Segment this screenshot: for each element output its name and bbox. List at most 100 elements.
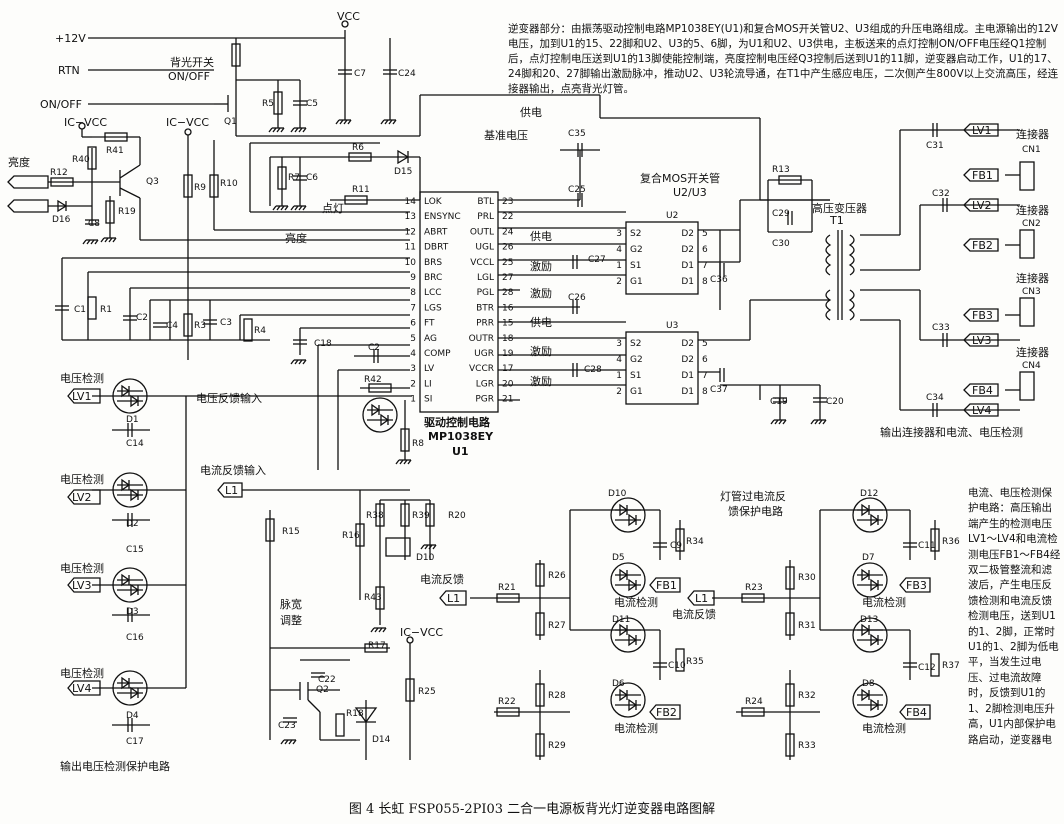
tag-fb1-out: FB1 bbox=[972, 169, 993, 182]
label-conn-3: 连接器 bbox=[1016, 272, 1049, 285]
current-feedback-right bbox=[712, 497, 940, 760]
ref-r34: R34 bbox=[686, 537, 704, 547]
u1-pin-name: VCCL bbox=[470, 258, 494, 268]
mos-pin-name: D1 bbox=[681, 371, 694, 381]
ref-r12: R12 bbox=[50, 168, 68, 178]
label-pwm1: 脉宽 bbox=[280, 597, 302, 611]
ref-d16: D16 bbox=[52, 215, 71, 225]
label-supply: 供电 bbox=[520, 105, 542, 119]
u1-pin-number: 17 bbox=[502, 364, 513, 374]
u1-pin-number: 23 bbox=[502, 197, 513, 207]
ref-r37: R37 bbox=[942, 661, 960, 671]
ref-c7: C7 bbox=[354, 69, 366, 79]
tag-l1-c: L1 bbox=[695, 592, 708, 605]
ref-r10: R10 bbox=[220, 179, 238, 189]
ref-c17: C17 bbox=[126, 737, 144, 747]
label-cn4: CN4 bbox=[1022, 361, 1041, 371]
u1-pin-name: OUTR bbox=[469, 334, 494, 344]
description-right: 电流、电压检测保护电路：高压输出端产生的检测电压LV1～LV4和电流检测电压FB… bbox=[968, 487, 1061, 746]
label-lamp-prot1: 灯管过电流反 bbox=[720, 489, 786, 503]
brightness-section bbox=[7, 122, 410, 245]
tag-l1-b: L1 bbox=[447, 592, 460, 605]
mos-pin-number: 4 bbox=[616, 355, 622, 365]
mos-pin-number: 2 bbox=[616, 387, 622, 397]
text-labels: +12V VCC RTN ON/OFF 背光开关 ON/OFF IC−VCC I… bbox=[8, 10, 1049, 773]
ref-r5: R5 bbox=[262, 99, 274, 109]
ref-c29: C29 bbox=[772, 209, 790, 219]
ref-r3: R3 bbox=[194, 321, 206, 331]
ref-r35: R35 bbox=[686, 657, 704, 667]
ref-r15: R15 bbox=[282, 527, 300, 537]
u1-pin-number: 25 bbox=[502, 258, 513, 268]
label-supply-l: 供电 bbox=[530, 229, 552, 243]
ref-c14: C14 bbox=[126, 439, 144, 449]
ref-c5: C5 bbox=[306, 99, 318, 109]
ref-c2b: C2 bbox=[368, 343, 380, 353]
tag-lv4-out: LV4 bbox=[972, 404, 991, 417]
u1-pin-number: 1 bbox=[410, 395, 416, 405]
u1-pin-name: PRR bbox=[476, 319, 494, 329]
label-hv: 高压变压器 bbox=[812, 201, 867, 215]
tag-fb2-b: FB2 bbox=[656, 706, 677, 719]
ref-r24: R24 bbox=[745, 697, 763, 707]
u1-pin-number: 14 bbox=[405, 197, 417, 207]
u1-pin-name: UGL bbox=[475, 243, 494, 253]
label-pwm2: 调整 bbox=[280, 613, 302, 627]
mos-pin-name: D2 bbox=[681, 245, 694, 255]
label-vdetect-2: 电压检测 bbox=[60, 472, 104, 486]
mos-pin-number: 5 bbox=[702, 229, 708, 239]
ref-r39: R39 bbox=[412, 511, 430, 521]
u1-pin-name: BTR bbox=[476, 303, 494, 313]
ref-c36: C36 bbox=[710, 275, 728, 285]
tag-fb3-b: FB3 bbox=[906, 579, 927, 592]
label-vcc: VCC bbox=[337, 10, 360, 23]
ref-r30: R30 bbox=[798, 573, 816, 583]
ref-r28: R28 bbox=[548, 691, 566, 701]
ref-r18: R18 bbox=[346, 709, 364, 719]
ref-d10: D10 bbox=[608, 489, 627, 499]
label-conn-2: 连接器 bbox=[1016, 204, 1049, 217]
label-t1: T1 bbox=[829, 214, 844, 227]
ref-c34: C34 bbox=[926, 393, 944, 403]
label-driver3: U1 bbox=[452, 445, 469, 458]
u1-pin-number: 18 bbox=[502, 334, 514, 344]
component-labels: C7 C24 R5 C5 Q1 R40 R41 Q3 R12 D16 C8 R1… bbox=[50, 69, 960, 751]
label-idet-1: 电流检测 bbox=[614, 595, 658, 609]
output-connectors bbox=[899, 122, 1035, 418]
mos-pin-number: 7 bbox=[702, 261, 708, 271]
u1-pin-name: LGS bbox=[424, 303, 442, 313]
q2-section bbox=[270, 636, 415, 760]
label-excite-2: 激励 bbox=[530, 286, 552, 300]
ref-d14: D14 bbox=[372, 735, 391, 745]
label-vfb-in: 电压反馈输入 bbox=[196, 391, 262, 405]
u1-pin-name: SI bbox=[424, 395, 432, 405]
u1-pin-name: LOK bbox=[424, 197, 443, 207]
mos-pin-number: 8 bbox=[702, 387, 708, 397]
ref-r31: R31 bbox=[798, 621, 816, 631]
u1-pin-number: 12 bbox=[405, 227, 416, 237]
label-vdetect-3: 电压检测 bbox=[60, 561, 104, 575]
u1-chip: LOK14ENSYNC13ABRT12DBRT11BRS10BRC9LCC8LG… bbox=[405, 191, 514, 413]
ref-d5: D5 bbox=[612, 553, 625, 563]
mos-pin-name: G1 bbox=[630, 387, 643, 397]
u1-pin-number: 24 bbox=[502, 227, 514, 237]
ref-d8: D8 bbox=[862, 679, 875, 689]
u1-pin-number: 16 bbox=[502, 303, 514, 313]
ref-r11: R11 bbox=[352, 185, 370, 195]
ref-r23: R23 bbox=[745, 583, 763, 593]
label-excite-1: 激励 bbox=[530, 259, 552, 273]
label-mos: 复合MOS开关管 bbox=[640, 171, 720, 185]
u1-pin-number: 13 bbox=[405, 212, 416, 222]
ref-q3: Q3 bbox=[146, 177, 159, 187]
label-ifb: 电流反馈 bbox=[420, 572, 464, 586]
ref-c16: C16 bbox=[126, 633, 144, 643]
ref-c33: C33 bbox=[932, 323, 950, 333]
transformer-t1 bbox=[825, 230, 920, 321]
label-ifb-r: 电流反馈 bbox=[672, 607, 716, 621]
tag-fb3-out: FB3 bbox=[972, 309, 993, 322]
u1-pin-number: 4 bbox=[410, 349, 416, 359]
ref-c23: C23 bbox=[278, 721, 296, 731]
tag-lv1-out: LV1 bbox=[972, 124, 991, 137]
